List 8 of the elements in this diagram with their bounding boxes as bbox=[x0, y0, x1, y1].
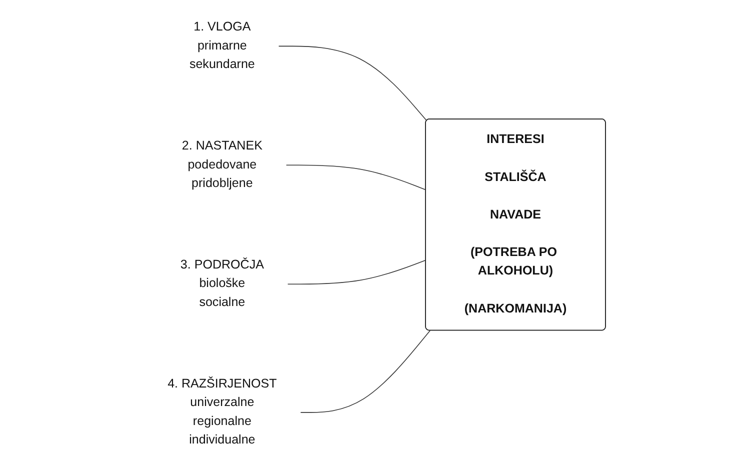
node-text: 3. PODROČJA biološke socialne bbox=[180, 258, 264, 310]
node-text: 1. VLOGA primarne sekundarne bbox=[189, 20, 255, 72]
connector bbox=[286, 260, 426, 284]
connector bbox=[285, 164, 426, 190]
node-text: 4. RAZŠIRJENOST univerzalne regionalne individualne bbox=[167, 377, 276, 447]
connector bbox=[278, 46, 427, 122]
node-text: 2. NASTANEK podedovane pridobljene bbox=[182, 139, 262, 190]
connector bbox=[300, 330, 430, 413]
